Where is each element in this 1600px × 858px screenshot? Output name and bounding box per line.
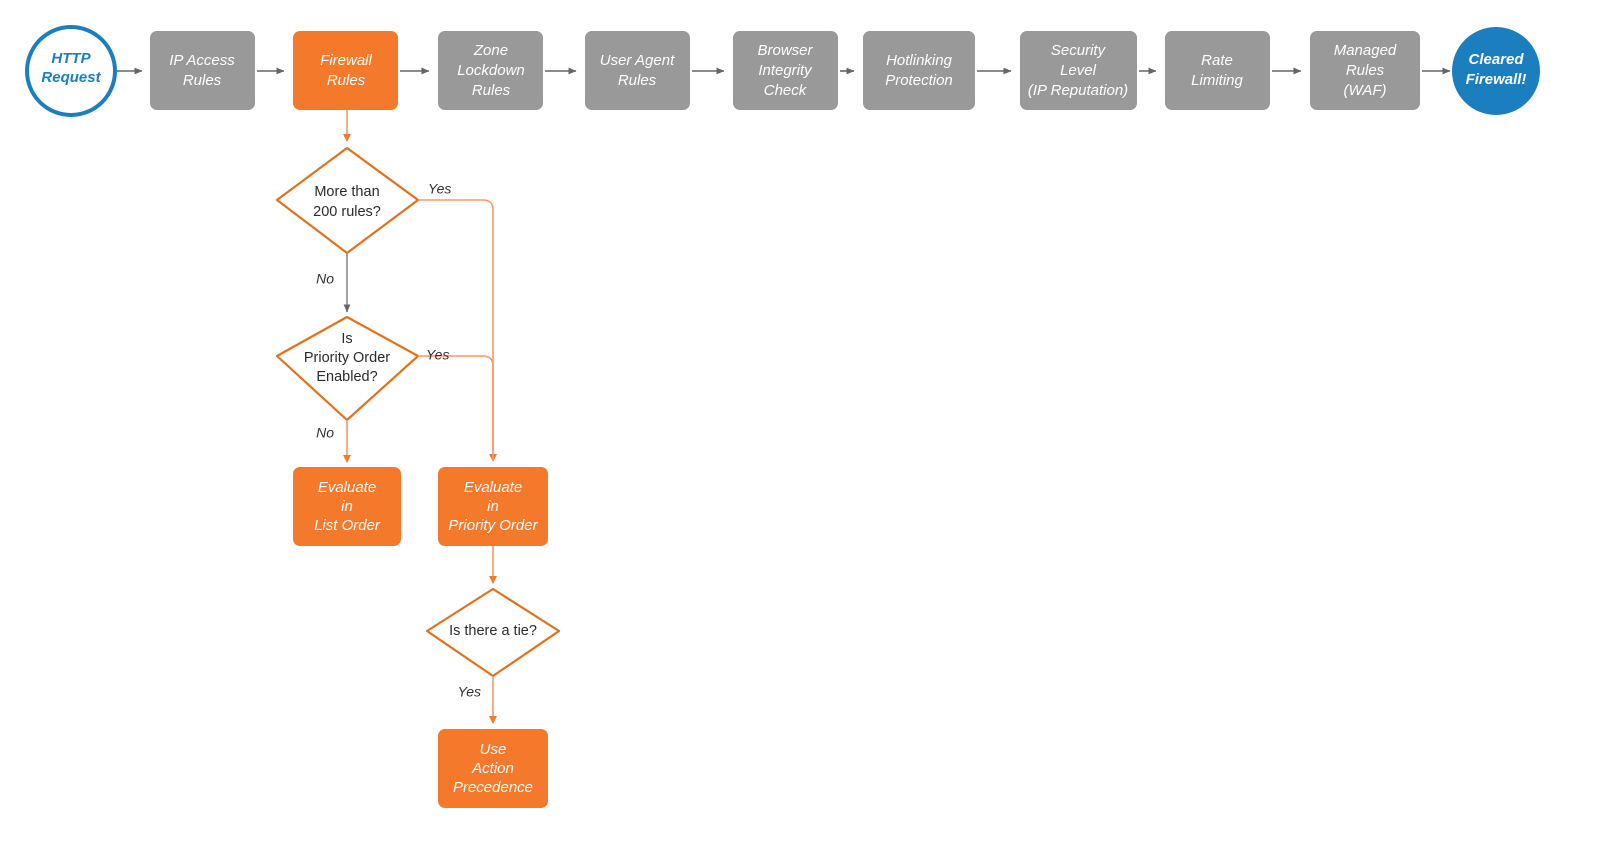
node-decision-is-there-a-tie-line-1: Is there a tie? <box>449 623 537 639</box>
edge-label-decision-priority-order-yes: Yes <box>426 347 449 363</box>
node-evaluate-in-list-order-line-2: in <box>341 498 353 515</box>
node-evaluate-in-list-order-line-1: Evaluate <box>318 479 376 496</box>
node-managed-rules-waf-line-1: Managed <box>1334 42 1397 59</box>
node-firewall-rules-line-1: Firewall <box>320 52 372 69</box>
node-cleared-firewall-line-2: Firewall! <box>1466 71 1527 88</box>
node-security-level-line-2: Level <box>1060 62 1097 79</box>
node-ip-access-rules[interactable]: IP Access Rules <box>150 31 255 110</box>
node-user-agent-rules-line-1: User Agent <box>600 52 675 69</box>
node-use-action-precedence-line-2: Action <box>471 760 514 777</box>
node-decision-priority-order-line-1: Is <box>341 331 352 347</box>
edge-label-decision-200-rules-yes: Yes <box>428 181 451 197</box>
node-firewall-rules-line-2: Rules <box>327 72 366 89</box>
node-ip-access-rules-line-1: IP Access <box>169 52 235 69</box>
node-ip-access-rules-line-2: Rules <box>183 72 222 89</box>
edge-label-decision-200-rules-no: No <box>316 271 334 287</box>
node-security-level-line-1: Security <box>1051 42 1107 59</box>
node-rate-limiting-line-2: Limiting <box>1191 72 1243 89</box>
edge-decision-priority-order-yes <box>418 355 494 461</box>
node-managed-rules-waf[interactable]: Managed Rules (WAF) <box>1310 31 1420 110</box>
node-hotlinking-protection-line-1: Hotlinking <box>886 52 953 69</box>
node-evaluate-in-priority-order-line-1: Evaluate <box>464 479 522 496</box>
node-browser-integrity-check[interactable]: Browser Integrity Check <box>733 31 838 110</box>
node-evaluate-in-priority-order-line-3: Priority Order <box>448 517 538 534</box>
edge-decision-200-rules-yes <box>418 199 497 462</box>
node-evaluate-in-priority-order[interactable]: Evaluate in Priority Order <box>438 467 548 546</box>
node-evaluate-in-list-order-line-3: List Order <box>314 517 381 534</box>
node-zone-lockdown-rules-line-3: Rules <box>472 82 511 99</box>
node-evaluate-in-list-order[interactable]: Evaluate in List Order <box>293 467 401 546</box>
node-cleared-firewall-line-1: Cleared <box>1468 51 1524 68</box>
node-browser-integrity-check-line-2: Integrity <box>758 62 813 79</box>
node-decision-priority-order-line-2: Priority Order <box>304 350 390 366</box>
node-decision-more-than-200-rules-line-2: 200 rules? <box>313 204 381 220</box>
node-rate-limiting-line-1: Rate <box>1201 52 1233 69</box>
node-evaluate-in-priority-order-line-2: in <box>487 498 499 515</box>
node-rate-limiting[interactable]: Rate Limiting <box>1165 31 1270 110</box>
node-hotlinking-protection-line-2: Protection <box>885 72 953 89</box>
node-security-level[interactable]: Security Level (IP Reputation) <box>1020 31 1137 110</box>
node-http-request-line-2: Request <box>41 69 101 86</box>
node-use-action-precedence-line-3: Precedence <box>453 779 533 796</box>
node-hotlinking-protection[interactable]: Hotlinking Protection <box>863 31 975 110</box>
node-http-request[interactable]: HTTP Request <box>25 25 117 117</box>
node-use-action-precedence[interactable]: Use Action Precedence <box>438 729 548 808</box>
node-zone-lockdown-rules[interactable]: Zone Lockdown Rules <box>438 31 543 110</box>
node-managed-rules-waf-line-2: Rules <box>1346 62 1385 79</box>
node-user-agent-rules[interactable]: User Agent Rules <box>585 31 690 110</box>
node-managed-rules-waf-line-3: (WAF) <box>1343 82 1386 99</box>
node-zone-lockdown-rules-line-1: Zone <box>473 42 508 59</box>
node-user-agent-rules-line-2: Rules <box>618 72 657 89</box>
node-firewall-rules[interactable]: Firewall Rules <box>293 31 398 110</box>
node-browser-integrity-check-line-3: Check <box>764 82 808 99</box>
node-decision-more-than-200-rules-line-1: More than <box>314 184 379 200</box>
node-decision-more-than-200-rules[interactable]: More than 200 rules? <box>275 146 420 255</box>
node-security-level-line-3: (IP Reputation) <box>1028 82 1128 99</box>
node-browser-integrity-check-line-1: Browser <box>757 42 813 59</box>
node-use-action-precedence-line-1: Use <box>480 741 507 758</box>
node-cleared-firewall[interactable]: Cleared Firewall! <box>1452 27 1540 115</box>
edge-label-tie-decision-yes: Yes <box>458 684 481 700</box>
node-zone-lockdown-rules-line-2: Lockdown <box>457 62 525 79</box>
node-decision-is-priority-order-enabled[interactable]: Is Priority Order Enabled? <box>275 315 420 422</box>
node-http-request-line-1: HTTP <box>51 50 91 67</box>
node-decision-is-there-a-tie[interactable]: Is there a tie? <box>425 587 561 678</box>
edge-label-decision-priority-order-no: No <box>316 425 334 441</box>
node-decision-priority-order-line-3: Enabled? <box>316 369 377 385</box>
